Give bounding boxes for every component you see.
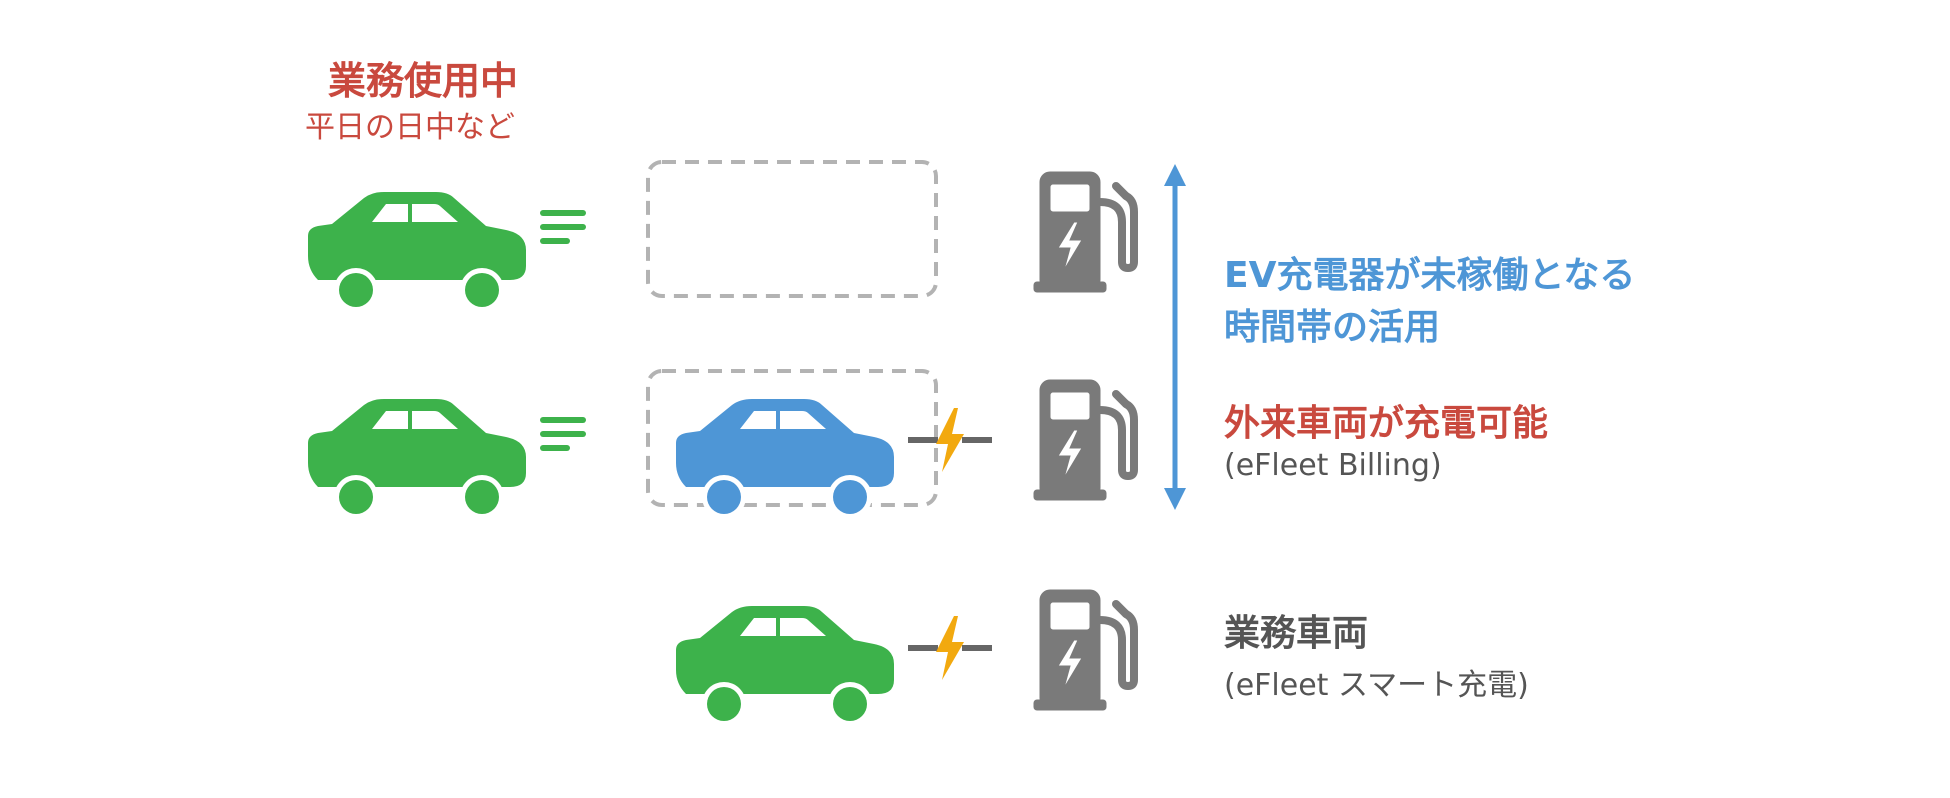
double-arrow-icon <box>1164 164 1186 510</box>
idle-note-line1: EV充電器が未稼働となる <box>1224 255 1636 296</box>
ev-charger-icon <box>1034 172 1134 292</box>
usage-subtitle: 平日の日中など <box>305 110 515 145</box>
guest-note-title: 外来車両が充電可能 <box>1224 403 1549 444</box>
idle-note-line2: 時間帯の活用 <box>1224 307 1441 348</box>
fleet-car-icon <box>676 606 894 726</box>
ev-charger-icon <box>1034 380 1134 500</box>
lightning-bolt-icon <box>908 408 992 472</box>
lightning-bolt-icon <box>908 616 992 680</box>
usage-title: 業務使用中 <box>328 59 519 103</box>
parking-slot-empty <box>646 160 938 298</box>
fleet-note-title: 業務車両 <box>1224 613 1369 654</box>
fleet-car-icon <box>308 399 526 519</box>
motion-lines-icon <box>540 417 586 451</box>
fleet-car-icon <box>308 192 526 312</box>
fleet-note-subtitle: (eFleet スマート充電) <box>1224 668 1529 703</box>
motion-lines-icon <box>540 210 586 244</box>
guest-note-subtitle: (eFleet Billing) <box>1224 448 1442 483</box>
ev-charger-icon <box>1034 590 1134 710</box>
guest-car-icon <box>676 399 894 519</box>
